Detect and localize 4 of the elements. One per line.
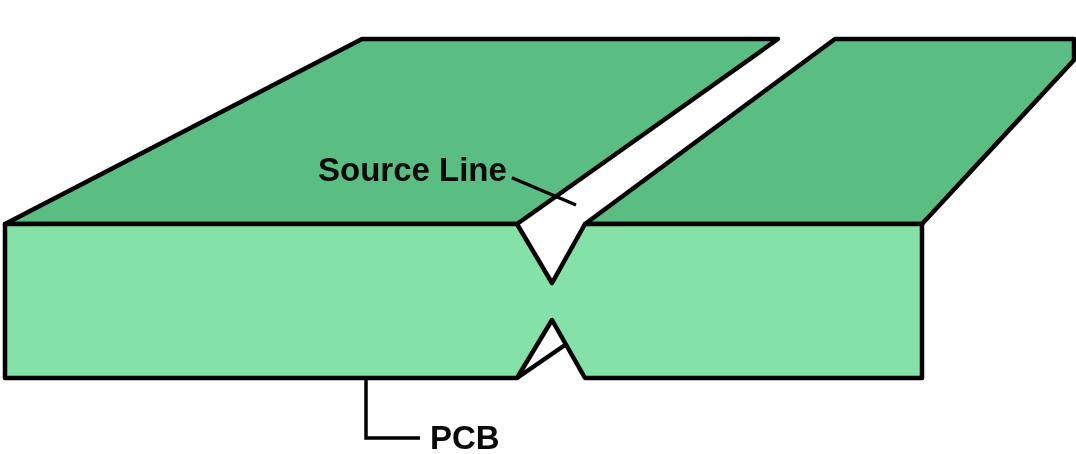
part-label: Source Line xyxy=(318,153,507,186)
part-label: PCB xyxy=(430,421,500,454)
leader-line xyxy=(364,380,420,440)
leader-line xyxy=(511,176,577,207)
